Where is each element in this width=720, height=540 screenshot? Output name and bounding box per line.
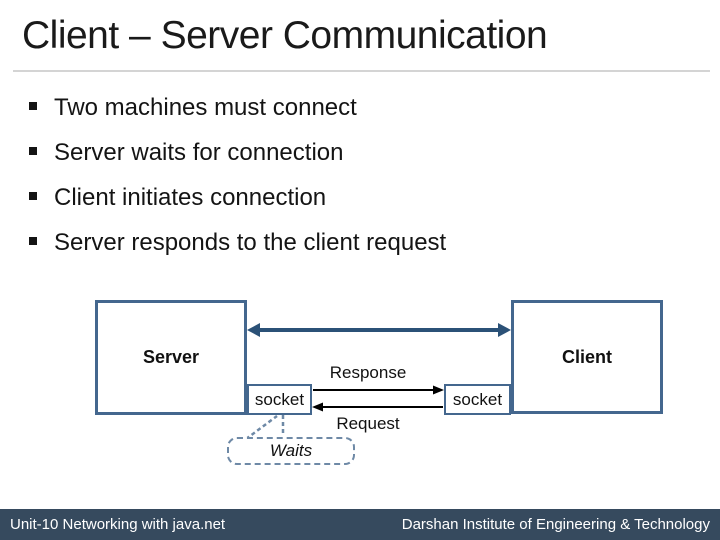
server-label: Server: [142, 347, 200, 367]
bullet-list: Two machines must connect Server waits f…: [29, 85, 446, 265]
client-box: Client: [511, 300, 663, 414]
bullet-square-icon: [29, 101, 37, 110]
request-arrow: [312, 402, 443, 412]
bullet-square-icon: [29, 191, 37, 200]
response-label: Response: [329, 363, 407, 382]
response-arrow: [313, 385, 444, 395]
bullet-square-icon: [29, 236, 37, 245]
client-socket-label: socket: [452, 389, 503, 409]
waits-callout: Waits: [227, 437, 355, 465]
title-divider: [13, 70, 710, 72]
bullet-text: Server waits for connection: [54, 138, 344, 166]
callout-pointer: [245, 414, 285, 441]
bullet-square-icon: [29, 146, 37, 155]
slide-title: Client – Server Communication: [22, 14, 548, 57]
client-label: Client: [561, 346, 612, 367]
bullet-item: Server waits for connection: [29, 130, 446, 175]
waits-label: Waits: [269, 441, 313, 460]
bullet-text: Client initiates connection: [54, 183, 327, 211]
bullet-text: Server responds to the client request: [54, 228, 447, 256]
footer-left-text: Unit-10 Networking with java.net: [10, 516, 226, 533]
client-socket-box: socket: [444, 384, 511, 415]
bullet-item: Two machines must connect: [29, 85, 446, 130]
footer-right-text: Darshan Institute of Engineering & Techn…: [401, 516, 710, 533]
double-arrow: [247, 323, 511, 337]
footer-bar: Unit-10 Networking with java.net Darshan…: [0, 509, 720, 540]
server-socket-label: socket: [254, 389, 305, 409]
bullet-text: Two machines must connect: [54, 93, 357, 121]
bullet-item: Server responds to the client request: [29, 220, 446, 265]
server-socket-box: socket: [247, 384, 312, 415]
request-label: Request: [336, 414, 400, 433]
bullet-item: Client initiates connection: [29, 175, 446, 220]
server-box: Server: [95, 300, 247, 415]
